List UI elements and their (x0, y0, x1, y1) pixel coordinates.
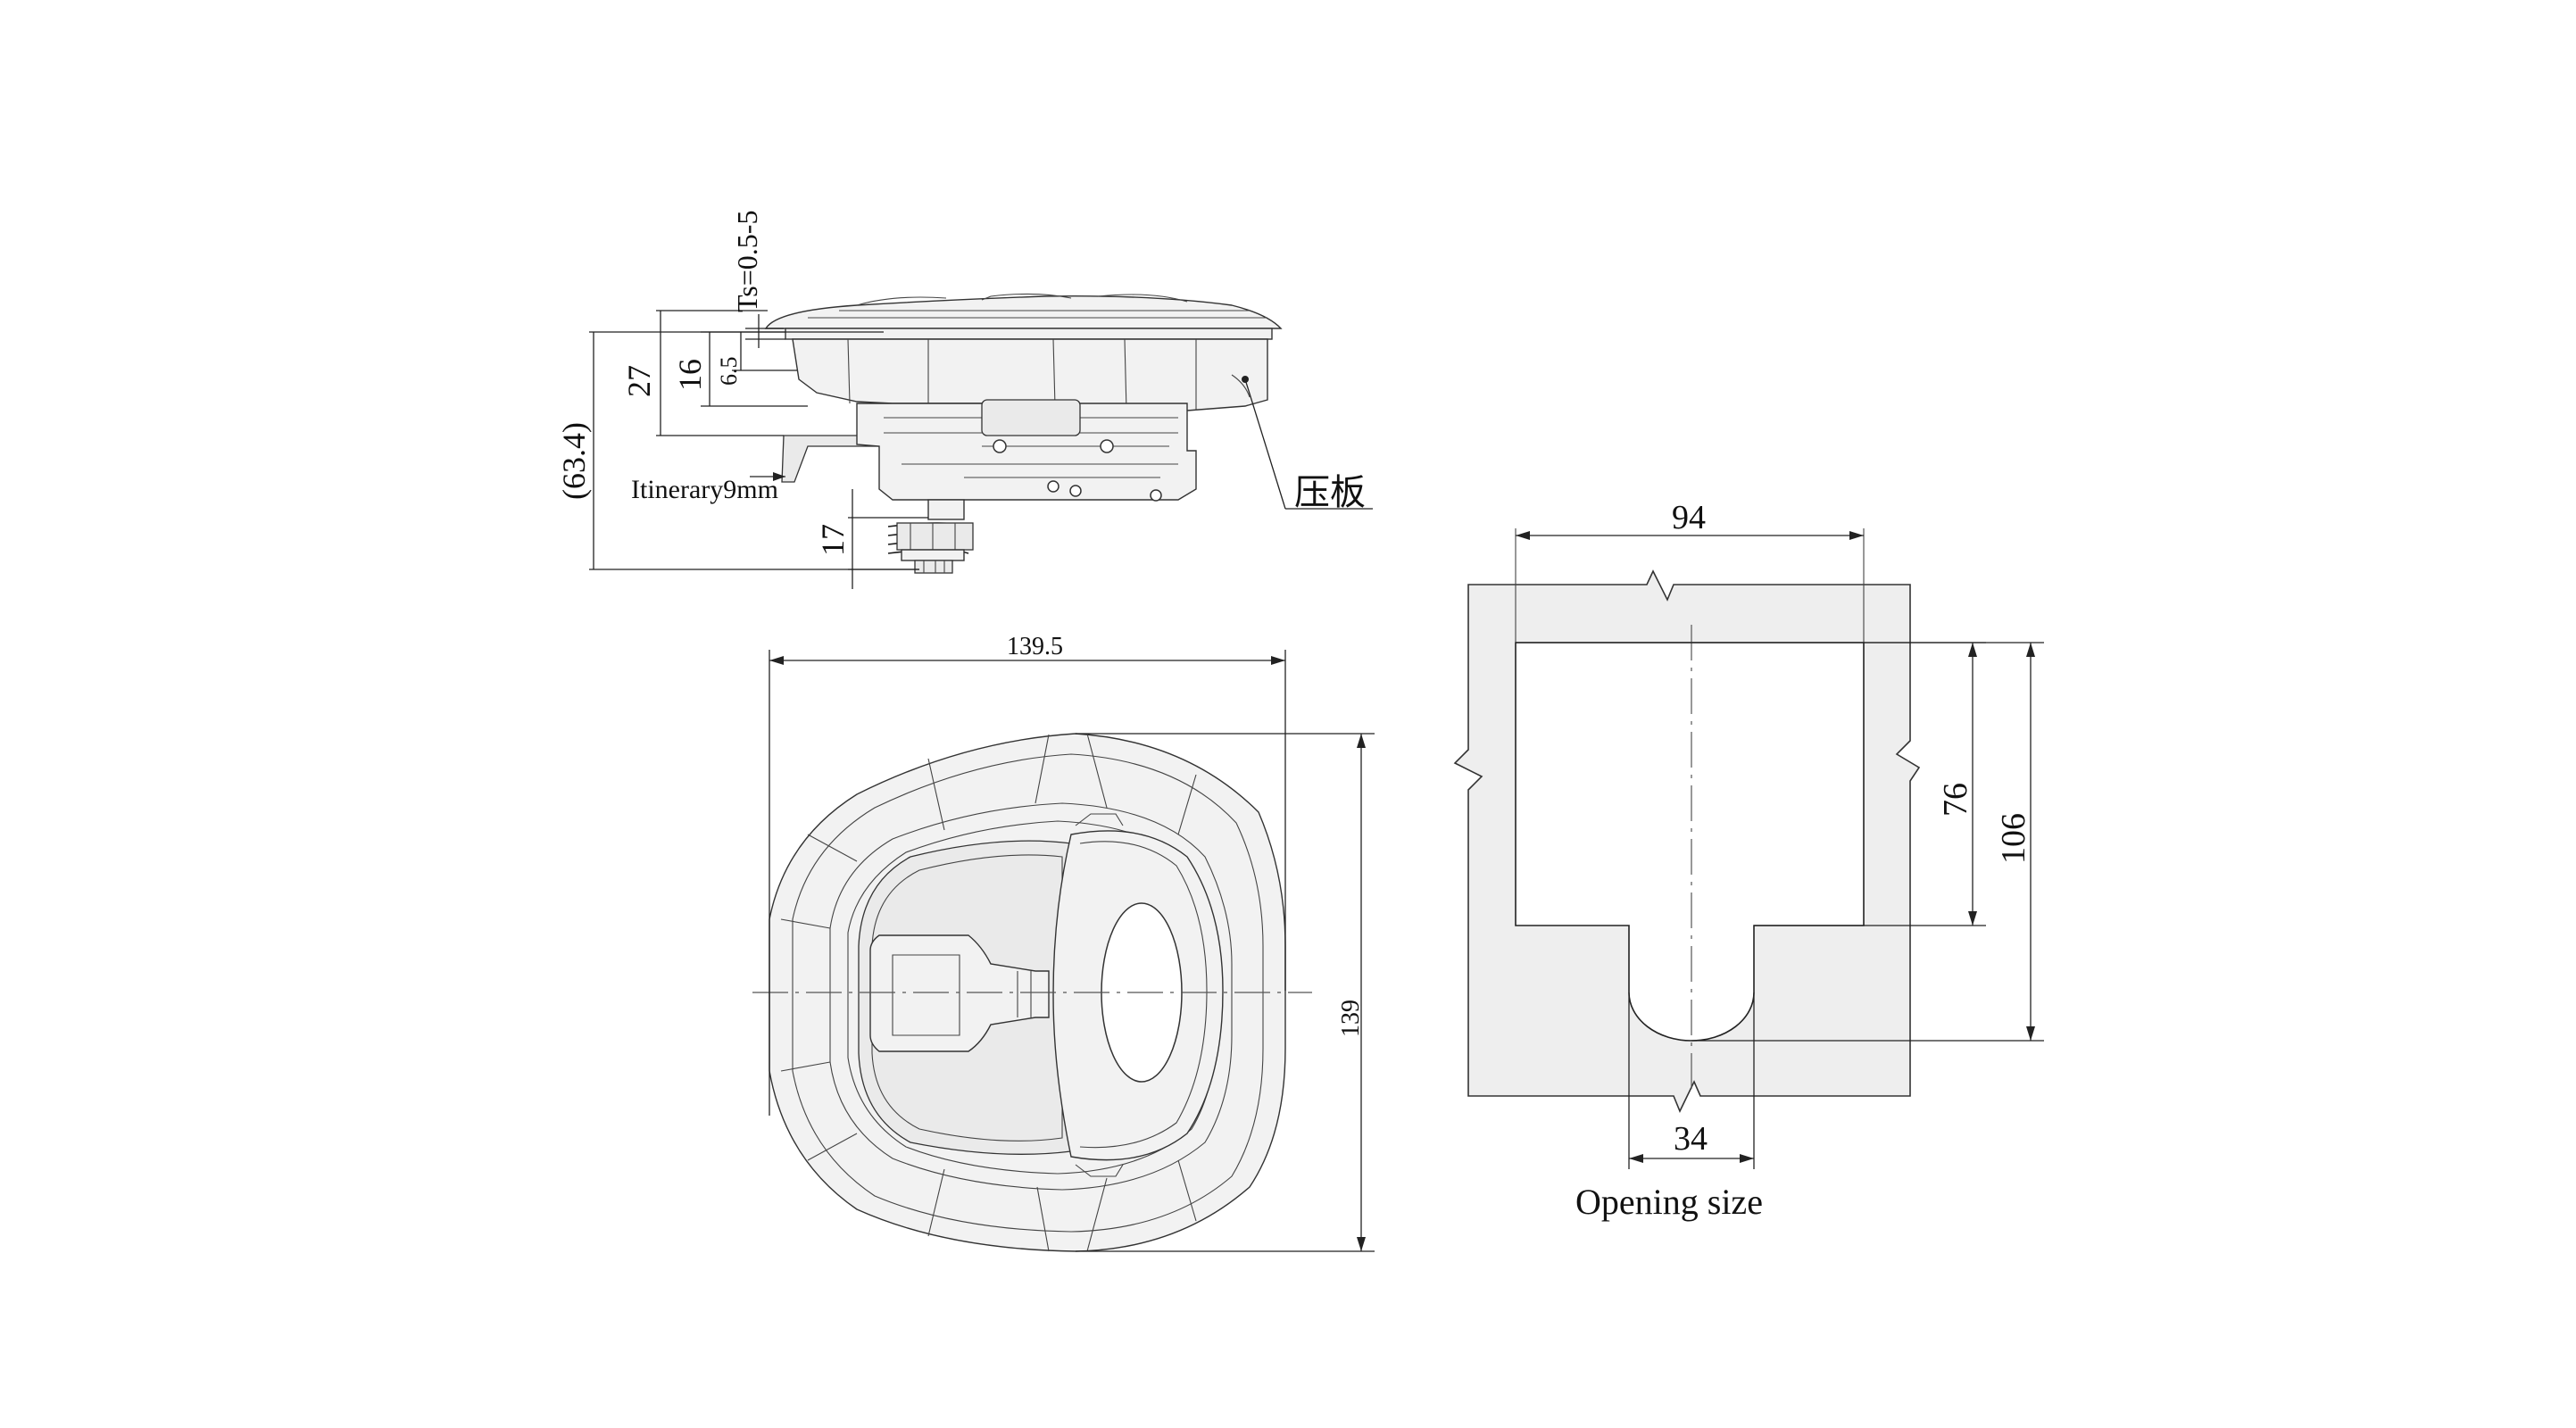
front-view-dimensions (769, 650, 1375, 1252)
label-opening-size: Opening size (1575, 1182, 1763, 1222)
label-17: 17 (815, 524, 851, 556)
side-view-stem (927, 499, 965, 520)
side-view-cam (981, 399, 1081, 436)
side-view (764, 293, 1373, 574)
label-itinerary: Itinerary9mm (631, 475, 778, 504)
label-6-5: 6.5 (716, 357, 742, 386)
label-pressure-plate: 压板 (1294, 472, 1366, 512)
label-16: 16 (672, 359, 708, 391)
side-view-cap (764, 295, 1283, 329)
side-view-nut (896, 522, 974, 551)
side-view-dimensions (589, 310, 928, 589)
pressure-plate-leader (1244, 378, 1286, 510)
label-106: 106 (1995, 813, 2032, 864)
front-view (752, 733, 1312, 1252)
side-view-mechanism (856, 403, 1197, 501)
side-view-flange (785, 328, 1273, 340)
label-63-4: (63.4) (556, 422, 592, 500)
label-34: 34 (1674, 1120, 1708, 1158)
label-76: 76 (1937, 783, 1974, 817)
label-94: 94 (1672, 499, 1706, 536)
label-27: 27 (621, 365, 657, 397)
side-view-washer (901, 549, 965, 561)
label-139-5: 139.5 (1007, 633, 1063, 660)
label-139: 139 (1337, 1000, 1365, 1037)
label-ts: Ts=0.5-5 (731, 211, 763, 312)
side-view-pin (1047, 480, 1059, 493)
opening-size-view (1453, 528, 1921, 1113)
side-view-stem-end (914, 560, 953, 574)
opening-dimensions (1516, 531, 2044, 1169)
